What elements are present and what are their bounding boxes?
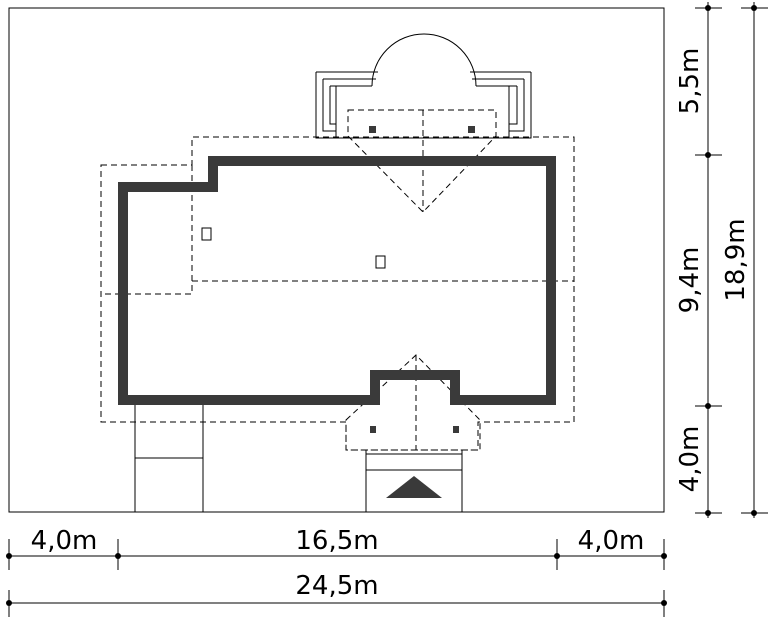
column-top-left: [369, 126, 376, 133]
house-walls: [118, 156, 556, 405]
dim-height-middle: 9,4m: [675, 247, 705, 314]
chimney-center: [375, 255, 386, 269]
dim-width-left: 4,0m: [31, 526, 98, 556]
entrance-steps: [365, 450, 463, 512]
dim-width-right: 4,0m: [578, 526, 645, 556]
top-canopy: [347, 109, 497, 213]
bottom-canopy: [345, 354, 481, 451]
dim-width-middle: 16,5m: [295, 526, 378, 556]
driveway: [134, 405, 204, 512]
column-bottom-right: [453, 426, 459, 433]
vertical-dimensions: [695, 2, 768, 518]
column-bottom-left: [370, 426, 376, 433]
roof-wing-left: [101, 165, 193, 295]
dim-height-top: 5,5m: [675, 48, 705, 115]
terrace-top: [315, 33, 532, 139]
column-top-right: [468, 126, 475, 133]
dim-height-total: 18,9m: [721, 218, 751, 301]
horizontal-dimensions: [6, 539, 667, 617]
chimney-left: [201, 227, 212, 241]
dim-width-total: 24,5m: [295, 571, 378, 601]
entrance-arrow-icon: [386, 476, 442, 498]
plot-boundary: [8, 7, 665, 513]
dim-height-bottom: 4,0m: [675, 426, 705, 493]
roof-outline-main: [100, 136, 575, 451]
